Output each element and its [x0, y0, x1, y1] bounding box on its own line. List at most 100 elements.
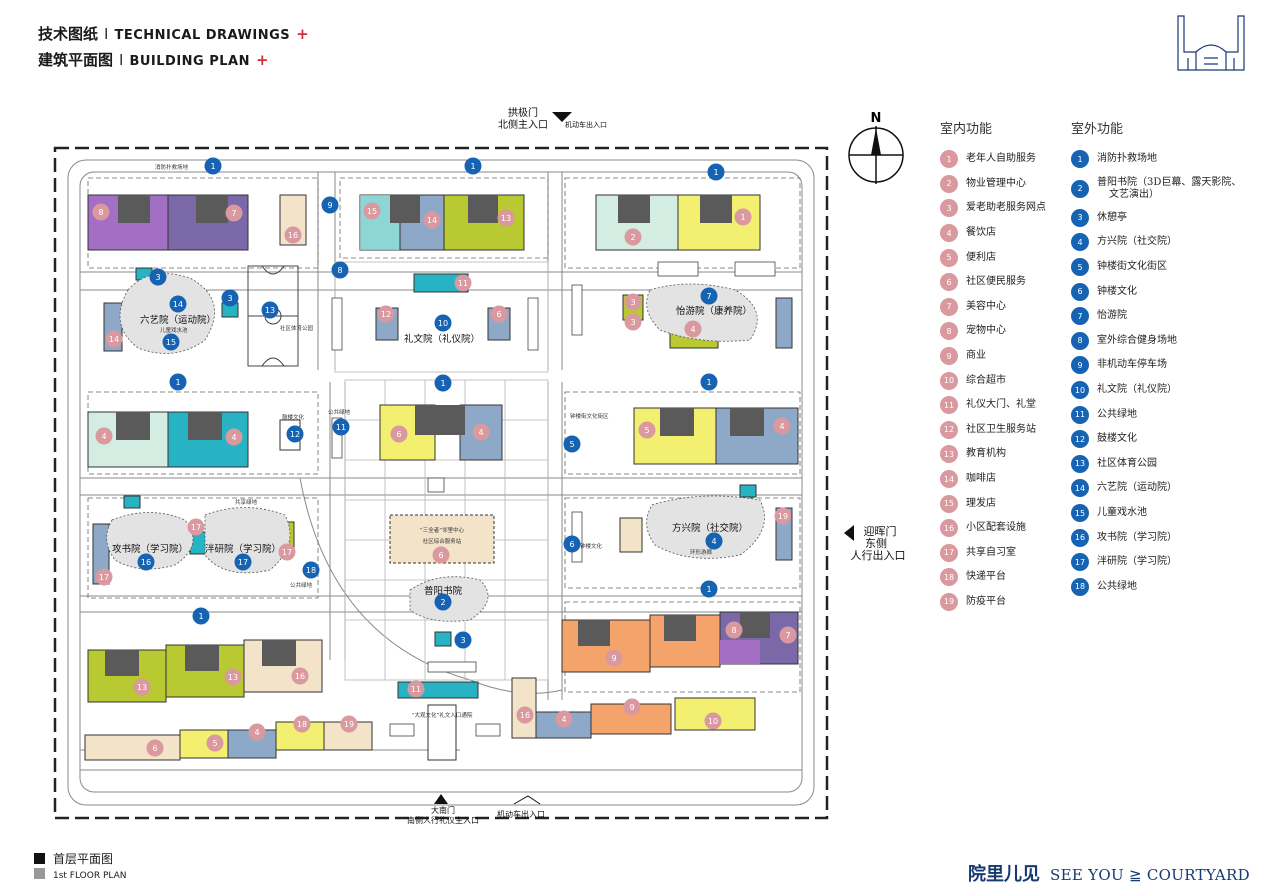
marker-circle [434, 374, 452, 392]
marker-blue-1: 1 [700, 373, 718, 391]
marker-circle [432, 546, 450, 564]
marker-number: 16 [295, 672, 305, 681]
north-compass-icon [848, 126, 904, 184]
marker-number: 13 [265, 306, 275, 315]
marker-circle [623, 698, 641, 716]
legend-number-badge: 3 [940, 199, 958, 218]
legend-item-label: 攻书院（学习院） [1097, 532, 1177, 544]
legend-number-badge: 8 [1071, 331, 1089, 350]
marker-number: 2 [440, 598, 445, 607]
marker-number: 3 [460, 636, 465, 645]
marker-number: 19 [344, 720, 354, 729]
marker-number: 17 [238, 558, 248, 567]
marker-circle [204, 157, 222, 175]
legend-item-text: 礼仪大门、礼堂 [966, 399, 1036, 411]
legend-number-badge: 3 [1071, 208, 1089, 227]
marker-blue-3: 3 [149, 268, 167, 286]
marker-circle [624, 293, 642, 311]
marker-pink-11: 11 [454, 274, 472, 292]
legend-item-text: 防疫平台 [966, 595, 1006, 607]
legend-number-badge: 2 [1071, 179, 1089, 198]
marker-number: 4 [478, 428, 483, 437]
marker-number: 1 [706, 585, 711, 594]
marker-blue-17: 17 [234, 553, 252, 571]
marker-pink-19: 19 [340, 715, 358, 733]
marker-blue-14: 14 [169, 295, 187, 313]
marker-circle [95, 568, 113, 586]
legend-number-badge: 13 [940, 445, 958, 464]
marker-number: 15 [166, 338, 176, 347]
marker-pink-9: 9 [623, 698, 641, 716]
marker-circle [624, 313, 642, 331]
marker-number: 3 [155, 273, 160, 282]
legend-number-badge: 15 [1071, 504, 1089, 523]
marker-number: 6 [152, 744, 157, 753]
legend-item-text: 泮研院（学习院） [1097, 556, 1177, 568]
marker-number: 4 [101, 432, 106, 441]
marker-circle [221, 289, 239, 307]
legend-number-badge: 9 [940, 347, 958, 366]
marker-blue-1: 1 [204, 157, 222, 175]
courtyard-gongshu-label: 攻书院（学习院） [112, 543, 188, 555]
legend-number-badge: 16 [1071, 528, 1089, 547]
legend-item-label: 共享自习室 [966, 547, 1016, 559]
legend-number-badge: 6 [1071, 282, 1089, 301]
marker-number: 14 [427, 216, 437, 225]
marker-number: 8 [337, 266, 342, 275]
legend_outdoor-item: 6 钟楼文化 [1071, 279, 1241, 304]
marker-circle [779, 626, 797, 644]
legend-item-text: 社区卫生服务站 [966, 423, 1036, 435]
legend-item-text: 综合超市 [966, 374, 1006, 386]
marker-number: 4 [779, 422, 784, 431]
marker-number: 4 [231, 433, 236, 442]
legend-number-badge: 8 [940, 322, 958, 341]
marker-circle [705, 532, 723, 550]
drum-culture-label: 鼓楼文化 [282, 413, 305, 421]
legend-number-badge: 17 [1071, 553, 1089, 572]
title2-plus: + [256, 51, 269, 69]
legend_outdoor-item: 17 泮研院（学习院） [1071, 550, 1241, 575]
marker-pink-2: 2 [624, 228, 642, 246]
marker-circle [516, 706, 534, 724]
marker-blue-1: 1 [192, 607, 210, 625]
marker-circle [286, 425, 304, 443]
building-sw [87, 639, 323, 703]
legend-item-text: 便利店 [966, 251, 996, 263]
marker-circle [707, 163, 725, 181]
marker-pink-6: 6 [390, 425, 408, 443]
marker-blue-2: 2 [434, 593, 452, 611]
courtyard-liuyi-label: 六艺院（运动院） [140, 314, 216, 326]
legend-number-badge: 18 [940, 568, 958, 587]
marker-number: 11 [458, 279, 468, 288]
legend-item-label: 社区卫生服务站 [966, 424, 1036, 436]
marker-circle [434, 593, 452, 611]
marker-circle [407, 680, 425, 698]
marker-pink-1: 1 [734, 208, 752, 226]
marker-number: 17 [99, 573, 109, 582]
legend-item-text: 餐饮店 [966, 227, 996, 239]
legend-item-text-line2: 文艺演出） [1109, 188, 1159, 200]
sports-park-label: 社区体育公园 [280, 324, 314, 332]
title1-cn: 技术图纸 [38, 25, 99, 43]
bell-street-label: 钟楼街文化街区 [570, 412, 609, 420]
legend-item-text: 休憩亭 [1097, 211, 1127, 223]
marker-circle [555, 710, 573, 728]
marker-number: 15 [367, 207, 377, 216]
marker-circle [187, 518, 205, 536]
marker-number: 16 [288, 231, 298, 240]
legend-number-badge: 10 [940, 371, 958, 390]
marker-number: 9 [327, 201, 332, 210]
legend-number-badge: 14 [940, 470, 958, 489]
legend-item-text: 钟楼文化 [1097, 285, 1137, 297]
marker-circle [454, 631, 472, 649]
marker-number: 1 [198, 612, 203, 621]
